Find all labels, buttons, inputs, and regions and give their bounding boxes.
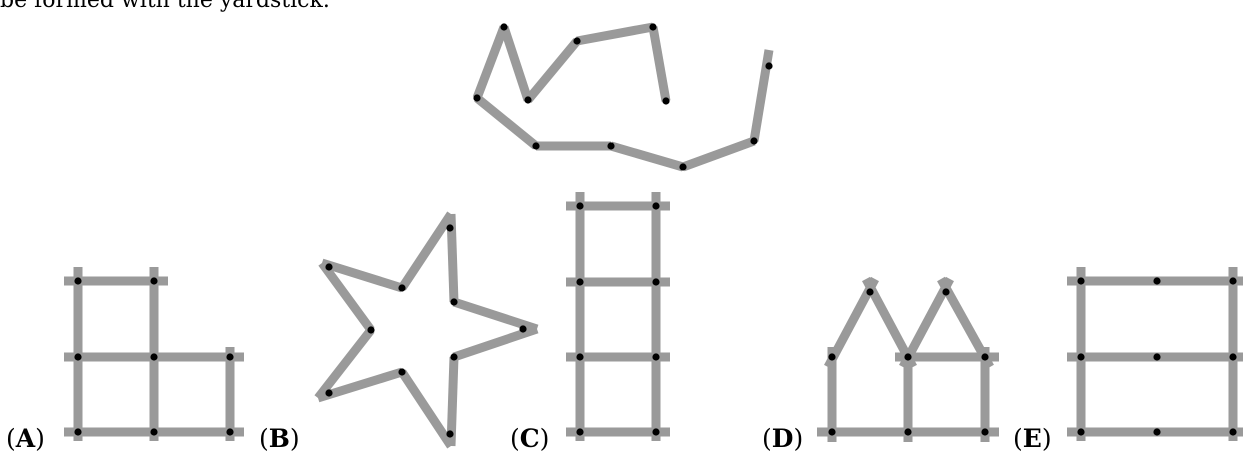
joint-dot	[150, 353, 158, 361]
stick-segment	[452, 297, 539, 334]
stick-segment	[474, 94, 539, 150]
stick-segment	[452, 324, 539, 362]
joint-dot	[679, 163, 687, 171]
yardstick-figure	[472, 22, 774, 172]
option-d-label: (D)	[762, 424, 803, 453]
joint-dot	[1077, 353, 1085, 361]
joint-dot	[607, 142, 615, 150]
joint-dot	[74, 428, 82, 436]
joint-dot	[1229, 277, 1237, 285]
joint-dot	[1153, 277, 1161, 285]
joint-dot	[446, 430, 454, 438]
joint-dot	[532, 142, 540, 150]
header-text: be formed with the yardstick.	[0, 0, 330, 13]
option-e-label: (E)	[1013, 424, 1052, 453]
joint-dot	[74, 353, 82, 361]
joint-dot	[904, 353, 912, 361]
stick-segment	[398, 211, 455, 291]
joint-dot	[524, 96, 532, 104]
joint-dot	[150, 277, 158, 285]
joint-dot	[226, 428, 234, 436]
joint-dot	[226, 353, 234, 361]
stick-segment	[398, 369, 455, 449]
joint-dot	[652, 428, 660, 436]
joint-dot	[828, 353, 836, 361]
joint-dot	[1077, 277, 1085, 285]
joint-dot	[573, 37, 581, 45]
joint-dot	[367, 326, 375, 334]
joint-dot	[74, 277, 82, 285]
option-b-label: (B)	[259, 424, 300, 453]
joint-dot	[828, 428, 836, 436]
joint-dot	[652, 353, 660, 361]
joint-dot	[576, 202, 584, 210]
joint-dot	[473, 94, 481, 102]
joint-dot	[398, 368, 406, 376]
joint-dot	[981, 428, 989, 436]
option-e-figure	[1067, 267, 1243, 441]
stick-segment	[524, 38, 581, 103]
stick-segment	[609, 141, 685, 172]
stick-segment	[472, 25, 509, 100]
joint-dot	[325, 263, 333, 271]
joint-dot	[398, 284, 406, 292]
joint-dot	[662, 97, 670, 105]
joint-dot	[450, 298, 458, 306]
joint-dot	[750, 137, 758, 145]
joint-dot	[1153, 353, 1161, 361]
option-b-figure	[314, 211, 539, 449]
option-a-figure	[64, 267, 244, 441]
joint-dot	[904, 428, 912, 436]
joint-dot	[576, 353, 584, 361]
joint-dot	[1153, 428, 1161, 436]
stick-segment	[576, 22, 654, 46]
joint-dot	[649, 23, 657, 31]
joint-dot	[450, 353, 458, 361]
joint-dot	[576, 428, 584, 436]
joint-dot	[325, 389, 333, 397]
joint-dot	[519, 325, 527, 333]
joint-dot	[765, 62, 773, 70]
joint-dot	[981, 353, 989, 361]
joint-dot	[1077, 428, 1085, 436]
joint-dot	[1229, 353, 1237, 361]
stick-segment	[899, 276, 954, 370]
stick-segment	[320, 258, 404, 293]
joint-dot	[500, 23, 508, 31]
option-c-figure	[566, 192, 670, 441]
joint-dot	[652, 278, 660, 286]
stick-segment	[499, 25, 533, 102]
joint-dot	[576, 278, 584, 286]
stick-segment	[648, 26, 671, 102]
stick-segment	[314, 327, 375, 401]
joint-dot	[1229, 428, 1237, 436]
stick-segment	[681, 136, 756, 172]
joint-dot	[866, 288, 874, 296]
option-a-label: (A)	[6, 424, 45, 453]
option-d-figure	[817, 276, 999, 442]
joint-dot	[942, 288, 950, 296]
stick-segment	[318, 260, 375, 333]
joint-dot	[150, 428, 158, 436]
joint-dot	[446, 224, 454, 232]
stick-segment	[862, 276, 917, 370]
joint-dot	[652, 202, 660, 210]
option-c-label: (C)	[510, 424, 549, 453]
